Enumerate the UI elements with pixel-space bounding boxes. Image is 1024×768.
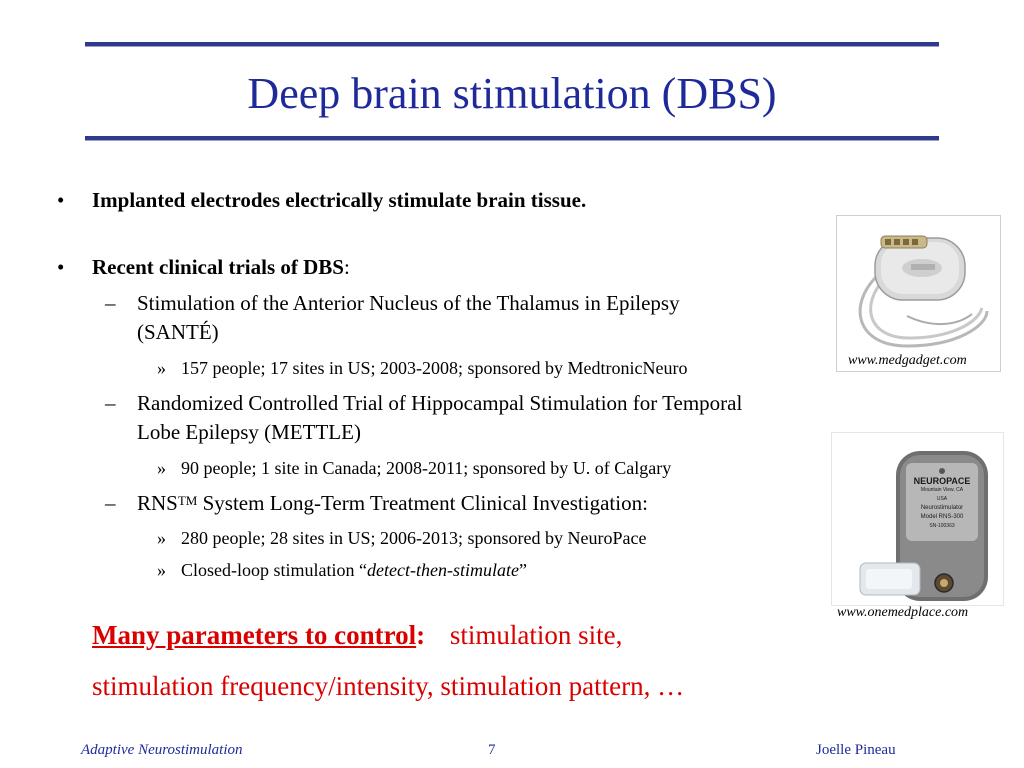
footer-page-number: 7 [488,742,496,758]
device-label-country: USA [936,496,948,502]
bullet-text: Implanted electrodes electrically stimul… [92,188,587,212]
detail-text: 157 people; 17 sites in US; 2003-2008; s… [181,358,688,378]
emphasis-colon: : [416,620,426,650]
trial-title-line2: (SANTÉ) [137,320,219,344]
device-label-model: Model RNS-300 [920,514,964,520]
dash-mark: – [105,491,116,515]
footer-left: Adaptive Neurostimulation [81,742,243,758]
device-label-serial: SN-100363 [929,523,955,529]
footer-right: Joelle Pineau [816,742,896,758]
emphasis-line1: Many parameters to control: stimulation … [92,610,892,661]
chevron-mark: » [157,358,166,378]
trial-detail-mettle: » 90 people; 1 site in Canada; 2008-2011… [157,456,672,480]
bullet-mark: • [57,255,65,279]
bullet-implanted-electrodes: • Implanted electrodes electrically stim… [57,186,587,214]
slide-title: Deep brain stimulation (DBS) [247,69,777,118]
trial-detail-rns: » 280 people; 28 sites in US; 2006-2013;… [157,526,647,550]
neuropace-device-icon [832,433,1003,605]
trial-detail-sante: » 157 people; 17 sites in US; 2003-2008;… [157,356,688,380]
device-label-type: Neurostimulator [920,505,964,511]
detail-text: 90 people; 1 site in Canada; 2008-2011; … [181,458,672,478]
detail-text-pre: Closed-loop stimulation “ [181,560,367,580]
trial-item-mettle: – Randomized Controlled Trial of Hippoca… [105,389,897,447]
emphasis-heading: Many parameters to control [92,620,417,650]
device-label-city: Mountain View, CA [920,487,964,493]
emphasis-block: Many parameters to control: stimulation … [92,610,892,712]
trial-title-post: System Long-Term Treatment Clinical Inve… [197,491,648,515]
detail-text: 280 people; 28 sites in US; 2006-2013; s… [181,528,647,548]
trial-title-line2: Lobe Epilepsy (METTLE) [137,420,361,444]
detail-text-emphasis: detect-then-stimulate [367,560,519,580]
trial-title-line1: Randomized Controlled Trial of Hippocamp… [137,391,743,415]
emphasis-line2: stimulation frequency/intensity, stimula… [92,671,685,701]
chevron-mark: » [157,458,166,478]
trial-title-pre: RNS [137,491,178,515]
neuropace-device-image: NEUROPACE Mountain View, CA USA Neurosti… [831,432,1004,606]
title-underline-rule [85,136,939,141]
chevron-mark: » [157,560,166,580]
device-label-brand: NEUROPACE [913,476,971,486]
medtronic-device-icon [837,216,1000,371]
detail-text-post: ” [518,560,527,580]
image-caption-onemedplace: www.onemedplace.com [837,605,969,620]
trademark-sup: TM [177,493,198,508]
emphasis-line1-rest: stimulation site, [449,620,623,650]
dash-mark: – [105,391,116,415]
bullet-mark: • [57,188,65,212]
device-label-text: NEUROPACE Mountain View, CA USA Neurosti… [906,477,978,531]
image-caption-medgadget: www.medgadget.com [848,353,967,368]
trial-title-line1: Stimulation of the Anterior Nucleus of t… [137,291,680,315]
top-rule [85,42,939,47]
medtronic-device-image [836,215,1001,372]
bullet-clinical-trials: • Recent clinical trials of DBS: [57,253,350,281]
trial-item-sante: – Stimulation of the Anterior Nucleus of… [105,289,837,347]
chevron-mark: » [157,528,166,548]
bullet-text-bold: Recent clinical trials of DBS [92,255,344,279]
bullet-text-rest: : [343,255,350,279]
dash-mark: – [105,291,116,315]
trial-item-rns: – RNSTM System Long-Term Treatment Clini… [105,489,648,518]
trial-detail-closed-loop: » Closed-loop stimulation “detect-then-s… [157,558,527,582]
